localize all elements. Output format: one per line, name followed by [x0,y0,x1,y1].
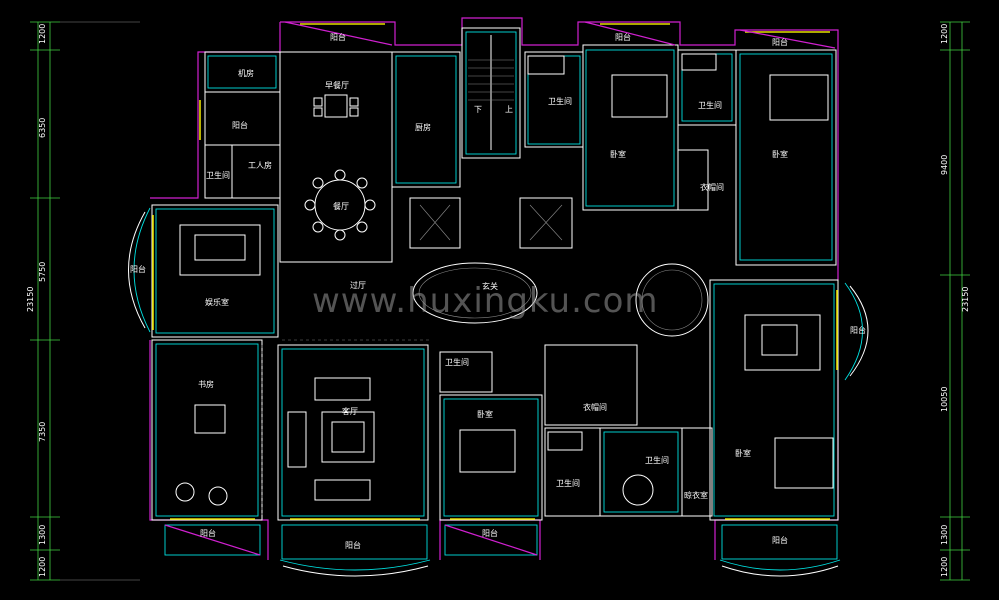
label-servant: 工人房 [248,160,272,170]
foyer-ellipse [412,262,538,324]
dim-left-1: 1200 [38,24,47,44]
label-bath-low1: 卫生间 [556,478,580,488]
round-hall [635,263,709,337]
dim-left-total: 23150 [26,287,35,312]
dim-left-5: 1300 [38,525,47,545]
label-bath-low2: 卫生间 [645,455,669,465]
dim-right-total: 23150 [961,287,970,312]
label-bedroom-right: 卧室 [735,448,751,458]
label-balcony-bot3: 阳台 [482,528,498,538]
label-bath-top1: 卫生间 [548,96,572,106]
dim-right-3: 10050 [940,387,949,412]
label-balcony-top-left: 阳台 [330,32,346,42]
label-bath-mid: 卫生间 [445,357,469,367]
label-hall: 过厅 [350,280,366,290]
dashed-lines [261,339,430,515]
room-labels: 阳台 阳台 阳台 机房 阳台 早餐厅 厨房 下 上 卫生间 卫生间 卧室 卧室 … [130,32,866,550]
label-balcony-small-left: 阳台 [232,120,248,130]
label-stair-down: 下 [474,105,482,114]
label-kitchen: 厨房 [415,122,431,132]
label-stair-up: 上 [505,105,513,114]
label-bath-top2: 卫生间 [698,100,722,110]
label-closet-top: 衣帽间 [700,182,724,192]
label-balcony-right: 阳台 [850,325,866,335]
label-dining: 餐厅 [333,202,349,211]
label-laundry: 晾衣室 [684,490,708,500]
furniture [175,53,834,506]
balcony-diagonals [164,21,836,556]
label-bedroom-top2: 卧室 [772,149,788,159]
label-entertainment: 娱乐室 [205,297,229,307]
label-bath-servant: 卫生间 [206,170,230,180]
label-balcony-bot2: 阳台 [345,540,361,550]
walls [151,27,839,521]
dim-left-6: 1200 [38,557,47,577]
label-bedroom-mid: 卧室 [477,409,493,419]
label-breakfast: 早餐厅 [325,81,349,90]
label-balcony-bot1: 阳台 [200,528,216,538]
inner-walls [155,31,835,517]
right-dimension-lines [940,21,970,581]
watermark: www.huxingku.com [312,281,659,321]
label-balcony-top-mid: 阳台 [615,32,631,42]
label-machine-room: 机房 [238,68,254,78]
label-balcony-bot4: 阳台 [772,535,788,545]
dim-right-1: 1200 [940,24,949,44]
label-balcony-left: 阳台 [130,264,146,274]
left-dimension-lines [30,21,140,581]
balconies [128,207,869,577]
dim-left-2: 6350 [38,118,47,138]
dim-right-4: 1300 [940,525,949,545]
label-living: 客厅 [342,406,358,416]
label-foyer: 玄关 [482,281,498,291]
dim-right-5: 1200 [940,557,949,577]
label-bedroom-top1: 卧室 [610,149,626,159]
windows [152,23,838,520]
label-study: 书房 [198,379,214,389]
label-balcony-top-right: 阳台 [772,37,788,47]
dim-right-2: 9400 [940,155,949,175]
dim-left-4: 7350 [38,422,47,442]
label-closet-mid: 衣帽间 [583,402,607,412]
dim-left-3: 5750 [38,262,47,282]
